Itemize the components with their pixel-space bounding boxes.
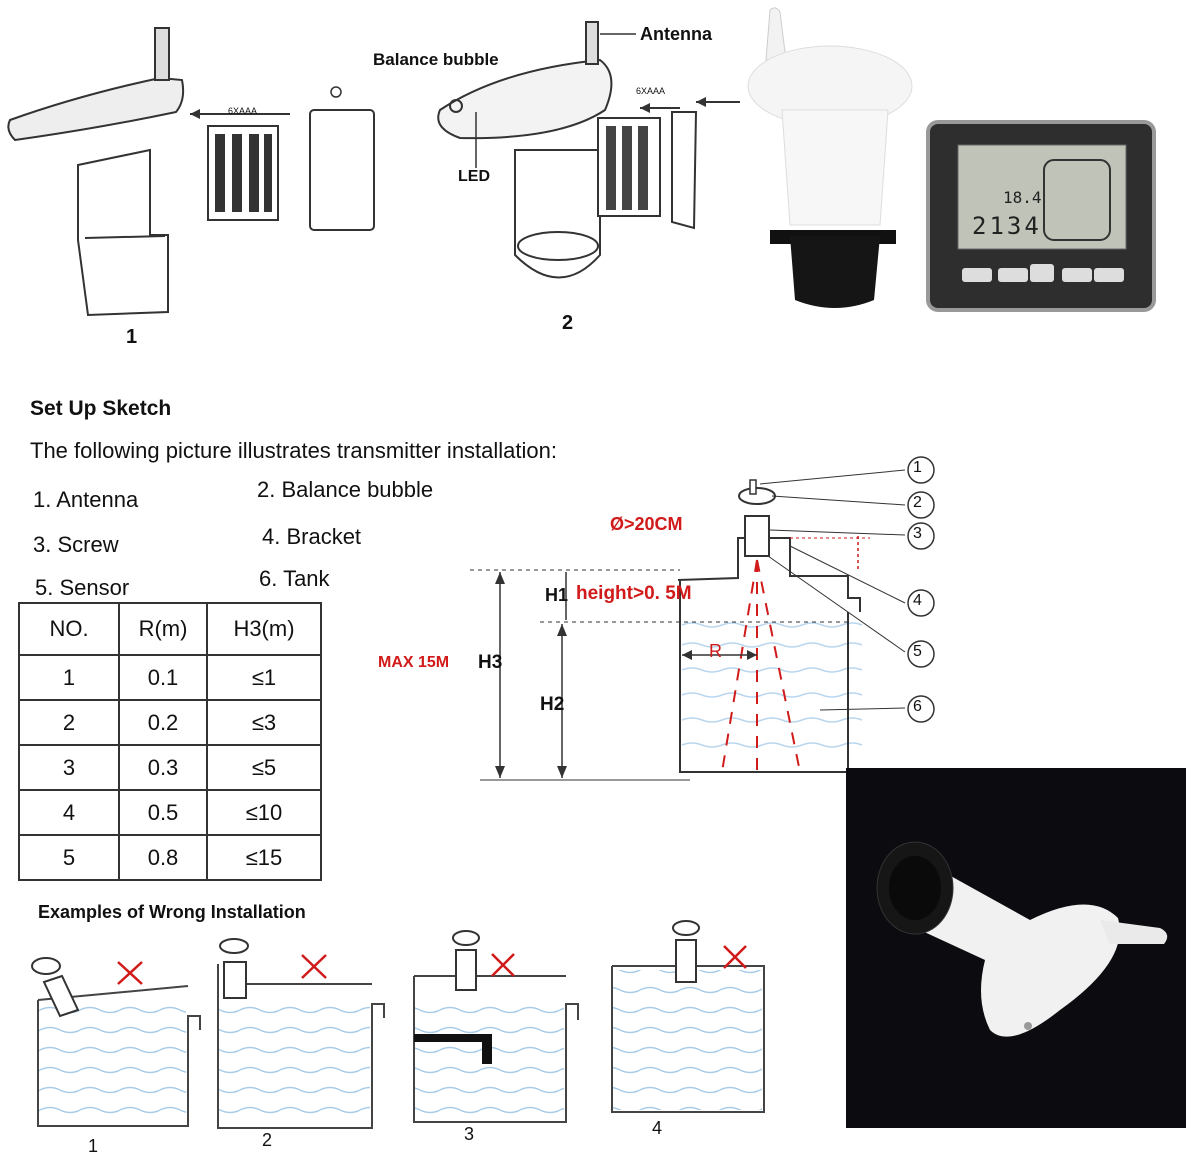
callout-2: 2 bbox=[913, 494, 922, 511]
part-antenna: 1. Antenna bbox=[33, 487, 139, 512]
wrong-label-2: 2 bbox=[262, 1130, 273, 1150]
h1-label: H1 bbox=[545, 585, 569, 605]
callout-5: 5 bbox=[913, 643, 922, 660]
display-reading-1: 18.4 bbox=[1003, 188, 1042, 207]
r-label: R bbox=[709, 641, 722, 661]
wrong-label-1: 1 bbox=[88, 1136, 99, 1156]
fig1-number: 1 bbox=[126, 326, 138, 348]
product-photo-display-unit bbox=[926, 120, 1156, 312]
cell-no: 4 bbox=[18, 789, 120, 836]
part-balance-bubble: 2. Balance bubble bbox=[257, 477, 434, 502]
callout-1: 1 bbox=[913, 459, 922, 476]
spec-table: NO. R(m) H3(m) 1 0.1 ≤1 2 0.2 ≤3 3 0.3 ≤… bbox=[18, 602, 322, 881]
table-row: 4 0.5 ≤10 bbox=[18, 789, 322, 836]
table-header-row: NO. R(m) H3(m) bbox=[18, 602, 322, 656]
antenna-label: Antenna bbox=[640, 24, 712, 44]
height-note: height>0. 5M bbox=[576, 583, 692, 604]
cell-h3: ≤1 bbox=[206, 654, 322, 701]
setup-subtitle: The following picture illustrates transm… bbox=[30, 438, 558, 463]
callout-3: 3 bbox=[913, 525, 922, 542]
balance-bubble-label: Balance bubble bbox=[373, 50, 499, 69]
part-screw: 3. Screw bbox=[33, 532, 119, 557]
table-row: 3 0.3 ≤5 bbox=[18, 744, 322, 791]
table-row: 1 0.1 ≤1 bbox=[18, 654, 322, 701]
max-label: MAX 15M bbox=[378, 654, 450, 671]
setup-title: Set Up Sketch bbox=[30, 397, 172, 420]
cell-no: 3 bbox=[18, 744, 120, 791]
led-label: LED bbox=[458, 168, 490, 185]
fig2-number: 2 bbox=[562, 312, 574, 334]
h2-label: H2 bbox=[540, 694, 565, 715]
cell-r: 0.8 bbox=[118, 834, 208, 881]
header-r: R(m) bbox=[118, 602, 208, 656]
wrong-installation-title: Examples of Wrong Installation bbox=[38, 902, 306, 922]
display-reading-2: 2134 bbox=[972, 212, 1042, 240]
fig1-battery-label: 6XAAA bbox=[228, 106, 258, 116]
figure-2-transmitter-sketch bbox=[437, 21, 740, 279]
cell-h3: ≤10 bbox=[206, 789, 322, 836]
part-tank: 6. Tank bbox=[259, 566, 330, 591]
cell-no: 5 bbox=[18, 834, 120, 881]
product-photo-sensor bbox=[747, 7, 913, 308]
cell-r: 0.1 bbox=[118, 654, 208, 701]
table-row: 2 0.2 ≤3 bbox=[18, 699, 322, 746]
cell-h3: ≤5 bbox=[206, 744, 322, 791]
cell-no: 2 bbox=[18, 699, 120, 746]
cell-no: 1 bbox=[18, 654, 120, 701]
table-row: 5 0.8 ≤15 bbox=[18, 834, 322, 881]
callout-4: 4 bbox=[913, 592, 922, 609]
header-no: NO. bbox=[18, 602, 120, 656]
part-sensor: 5. Sensor bbox=[35, 575, 130, 600]
header-h3: H3(m) bbox=[206, 602, 322, 656]
part-bracket: 4. Bracket bbox=[262, 524, 362, 549]
cell-r: 0.5 bbox=[118, 789, 208, 836]
h3-label: H3 bbox=[478, 652, 503, 673]
cell-r: 0.3 bbox=[118, 744, 208, 791]
wrong-label-3: 3 bbox=[464, 1124, 475, 1144]
wrong-label-4: 4 bbox=[652, 1118, 663, 1138]
cell-r: 0.2 bbox=[118, 699, 208, 746]
diameter-label: Ø>20CM bbox=[610, 514, 683, 534]
cell-h3: ≤3 bbox=[206, 699, 322, 746]
callout-6: 6 bbox=[913, 698, 922, 715]
figure-1-transmitter-sketch bbox=[7, 27, 375, 317]
cell-h3: ≤15 bbox=[206, 834, 322, 881]
fig2-battery-label: 6XAAA bbox=[636, 86, 666, 96]
wrong-install-examples bbox=[31, 920, 765, 1129]
installation-diagram bbox=[470, 456, 935, 781]
